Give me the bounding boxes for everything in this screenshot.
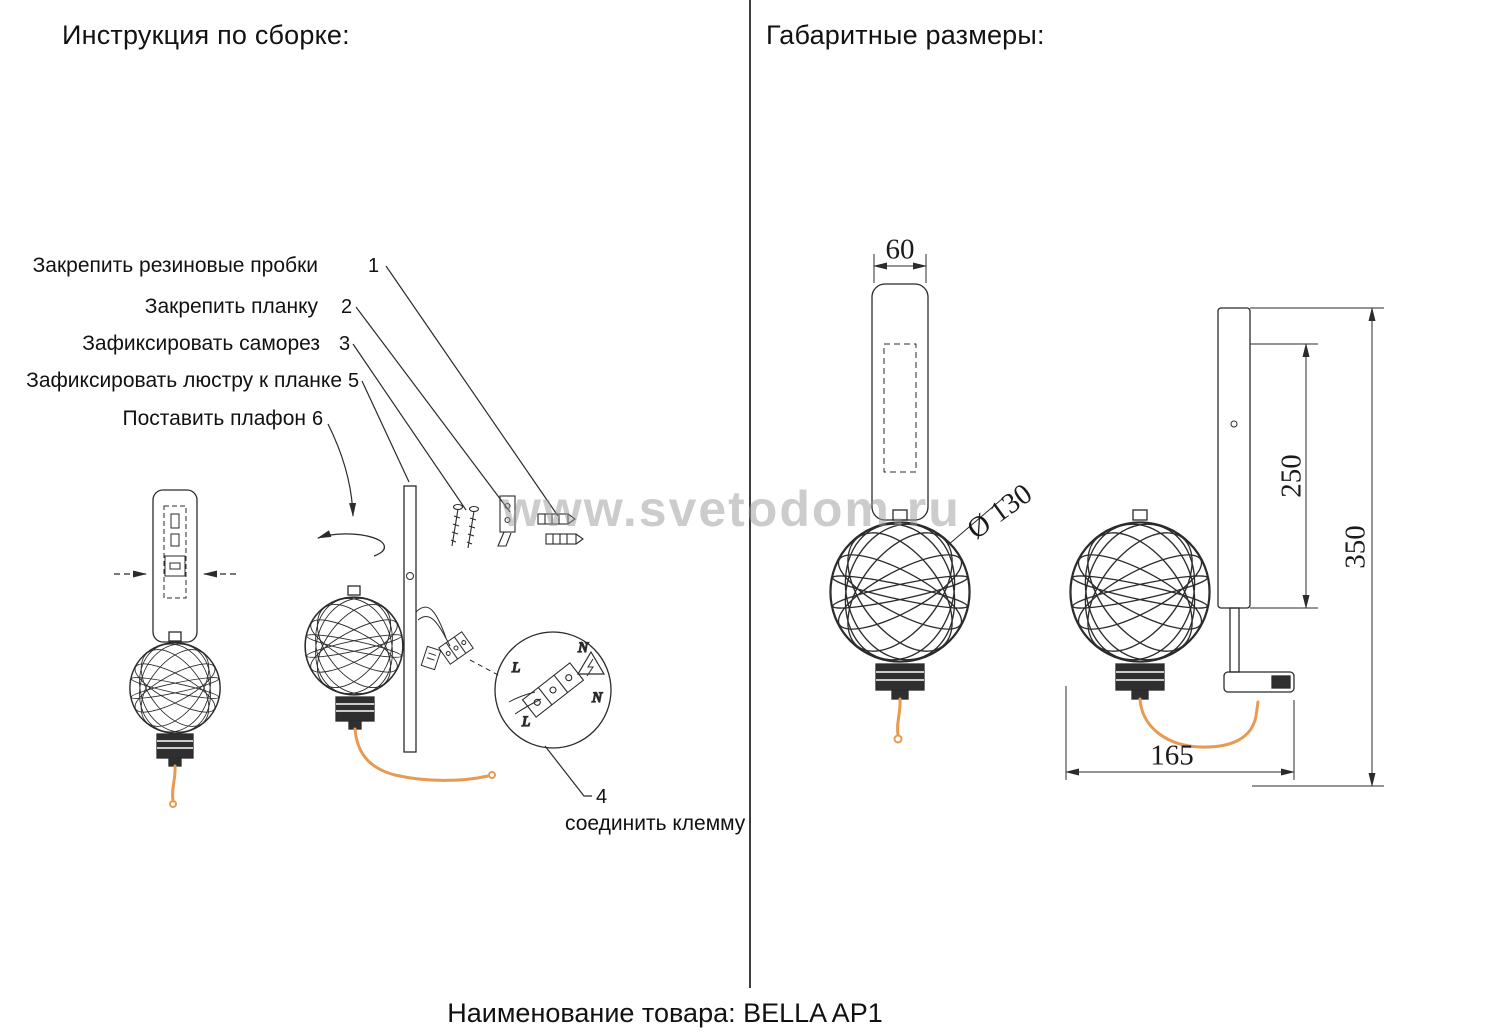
dimension-bracket-height: 250 bbox=[1275, 454, 1308, 498]
step-number-2: 2 bbox=[341, 296, 353, 318]
dimensions-section-title: Габаритные размеры: bbox=[766, 20, 1045, 50]
step-label-fix-chandelier: Зафиксировать люстру к планке bbox=[26, 369, 342, 392]
panel-divider bbox=[749, 0, 751, 988]
step-label-rubber-plugs: Закрепить резиновые пробки bbox=[32, 254, 318, 277]
dimension-side-view-drawing bbox=[1065, 307, 1384, 787]
step-label-fix-screw: Зафиксировать саморез bbox=[82, 332, 320, 355]
assembly-section-title: Инструкция по сборке: bbox=[62, 20, 350, 50]
terminal-label-l-bottom: L bbox=[521, 714, 530, 730]
terminal-label-n-top: N bbox=[577, 640, 589, 656]
step-leader-lines bbox=[327, 265, 592, 797]
product-name-footer: Наименование товара: BELLA AP1 bbox=[447, 998, 883, 1028]
dimension-total-height: 350 bbox=[1339, 525, 1372, 569]
dimension-depth: 165 bbox=[1150, 739, 1194, 772]
terminal-detail-drawing: N N L L bbox=[494, 631, 612, 749]
step-label-fix-bar: Закрепить планку bbox=[144, 295, 318, 318]
step-number-5: 5 bbox=[348, 370, 360, 392]
step-number-3: 3 bbox=[339, 333, 351, 355]
step-number-1: 1 bbox=[368, 255, 380, 277]
hardware-parts-drawing bbox=[450, 495, 584, 549]
step-label-install-shade: Поставить плафон bbox=[122, 407, 306, 430]
step-label-connect-terminal: соединить клемму bbox=[565, 812, 746, 835]
assembly-front-view-drawing bbox=[114, 489, 236, 808]
terminal-label-n-right: N bbox=[591, 690, 603, 706]
step-number-6: 6 bbox=[312, 408, 324, 430]
dimension-front-view-drawing bbox=[826, 254, 1003, 744]
dimension-plate-width: 60 bbox=[885, 233, 915, 266]
site-watermark: www.svetodom.ru bbox=[502, 481, 961, 537]
step-number-4: 4 bbox=[596, 786, 608, 808]
terminal-label-l-left: L bbox=[511, 660, 520, 676]
assembly-side-view-drawing bbox=[302, 485, 501, 782]
